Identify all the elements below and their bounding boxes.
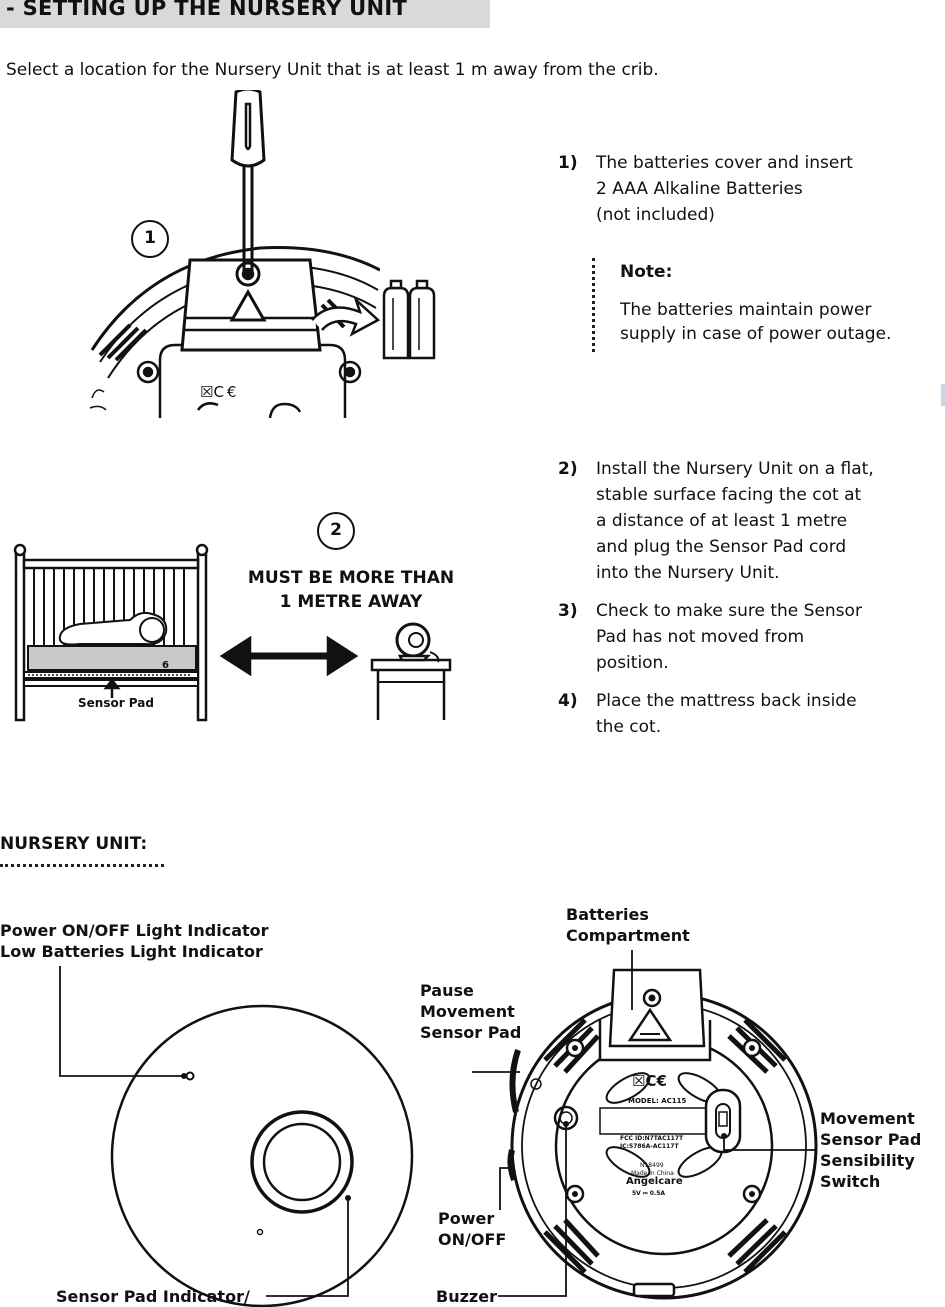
power-indicator-label: Power ON/OFF Light Indicator Low Batteri… <box>0 921 269 961</box>
step-text: Check to make sure the Sensor Pad has no… <box>596 601 862 673</box>
note-title: Note: <box>620 262 673 282</box>
n-number: N18499 <box>640 1162 664 1169</box>
step1-badge: 1 <box>144 228 156 248</box>
sensor-indicator-label: Sensor Pad Indicator/ <box>56 1287 250 1306</box>
step-number: 3) <box>558 601 578 621</box>
certification-marks: ☒C€ <box>632 1072 667 1090</box>
step-text: The batteries cover and insert 2 AAA Alk… <box>596 153 853 225</box>
fcc-text: FCC ID:N7TAC117T IC:5786A-AC117T <box>620 1135 684 1150</box>
title-background <box>0 0 490 28</box>
made-in-text: Made in China <box>631 1170 674 1177</box>
page-edge-mark <box>941 384 945 406</box>
note-divider <box>592 258 595 352</box>
section-title: - SETTING UP THE NURSERY UNIT <box>6 0 408 20</box>
heading-underline <box>0 864 164 867</box>
distance-caption: MUST BE MORE THAN 1 METRE AWAY <box>247 568 455 612</box>
power-rating: 5V ⎓ 0.5A <box>632 1190 666 1197</box>
intro-text: Select a location for the Nursery Unit t… <box>6 60 659 80</box>
nursery-unit-heading: NURSERY UNIT: <box>0 834 148 854</box>
power-switch-label: Power ON/OFF <box>438 1209 507 1249</box>
step-text: Install the Nursery Unit on a flat, stab… <box>596 459 874 583</box>
brand-logo: Angelcare <box>626 1176 683 1187</box>
step-number: 1) <box>558 153 578 173</box>
note-text: The batteries maintain power supply in c… <box>620 300 892 344</box>
device-certification-mark: ☒C € <box>200 383 237 401</box>
mattress-number: 6 <box>162 660 169 671</box>
batteries-compartment-label: Batteries Compartment <box>566 905 690 945</box>
step-number: 4) <box>558 691 578 711</box>
step-4: 4) Place the mattress back inside the co… <box>558 688 938 742</box>
step-number: 2) <box>558 459 578 479</box>
step-text: Place the mattress back inside the cot. <box>596 691 857 737</box>
buzzer-label: Buzzer <box>436 1287 497 1306</box>
step2-badge: 2 <box>330 520 342 540</box>
sensibility-switch-label: Movement Sensor Pad Sensibility Switch <box>820 1109 922 1191</box>
model-text: MODEL: AC115 <box>628 1097 687 1105</box>
step-3: 3) Check to make sure the Sensor Pad has… <box>558 598 938 678</box>
pause-sensor-label: Pause Movement Sensor Pad <box>420 981 522 1042</box>
step-1: 1) The batteries cover and insert 2 AAA … <box>558 150 938 230</box>
sensor-pad-label: Sensor Pad <box>78 696 154 710</box>
step-2: 2) Install the Nursery Unit on a flat, s… <box>558 456 938 588</box>
